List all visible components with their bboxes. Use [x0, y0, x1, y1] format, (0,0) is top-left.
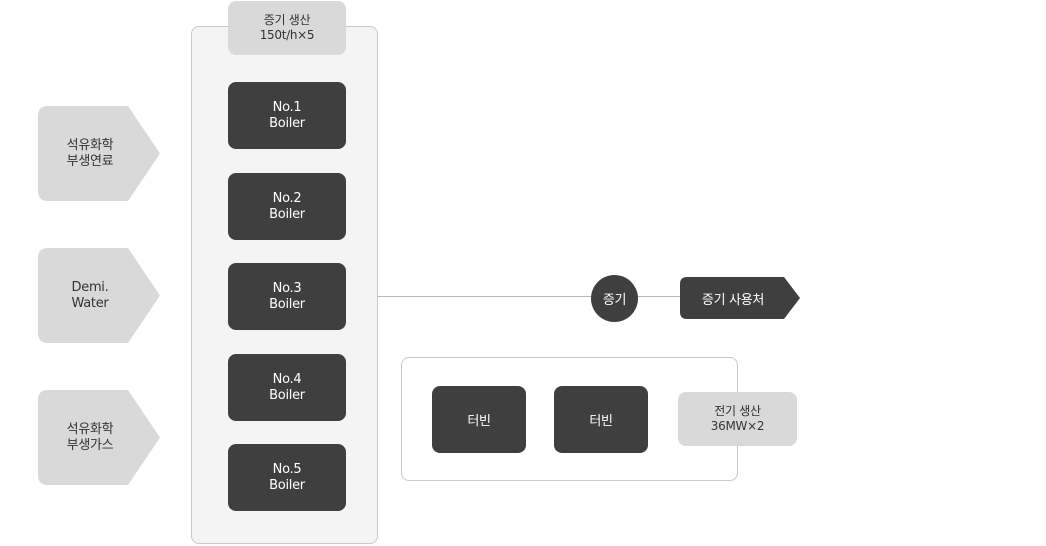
- chevron-shape: [38, 106, 160, 201]
- boiler-label: Boiler: [269, 206, 305, 222]
- steam-production-line1: 증기 생산: [263, 13, 311, 27]
- boiler-4: No.4 Boiler: [228, 354, 346, 421]
- boiler-5: No.5 Boiler: [228, 444, 346, 511]
- input-byproduct-fuel: 석유화학 부생연료: [38, 106, 160, 201]
- arrow-shape: [680, 277, 800, 319]
- input-label-line1: Demi.: [71, 279, 109, 295]
- input-label-line2: 부생연료: [66, 153, 114, 169]
- input-label-line2: 부생가스: [66, 437, 114, 453]
- boiler-1: No.1 Boiler: [228, 82, 346, 149]
- turbine-2: 터빈: [554, 386, 648, 453]
- boiler-number: No.3: [272, 280, 302, 296]
- input-label: 석유화학 부생연료: [38, 106, 142, 201]
- chevron-shape: [38, 390, 160, 485]
- turbine-1: 터빈: [432, 386, 526, 453]
- chevron-shape: [38, 248, 160, 343]
- steam-node: 증기: [591, 275, 638, 322]
- boiler-3: No.3 Boiler: [228, 263, 346, 330]
- boiler-2: No.2 Boiler: [228, 173, 346, 240]
- steam-destination: 증기 사용처: [680, 277, 800, 319]
- input-label-line1: 석유화학: [66, 137, 114, 153]
- power-production-line2: 36MW×2: [710, 419, 765, 433]
- boiler-label: Boiler: [269, 477, 305, 493]
- input-label: Demi. Water: [38, 248, 142, 343]
- boiler-number: No.5: [272, 461, 302, 477]
- boiler-label: Boiler: [269, 387, 305, 403]
- boiler-number: No.1: [272, 99, 302, 115]
- input-label-line2: Water: [71, 295, 109, 311]
- input-demi-water: Demi. Water: [38, 248, 160, 343]
- power-production-tag: 전기 생산 36MW×2: [678, 392, 797, 446]
- steam-connector-line: [378, 296, 681, 297]
- steam-destination-label: 증기 사용처: [701, 292, 765, 308]
- boiler-number: No.2: [272, 190, 302, 206]
- input-byproduct-gas: 석유화학 부생가스: [38, 390, 160, 485]
- power-production-line1: 전기 생산: [714, 404, 761, 418]
- boiler-label: Boiler: [269, 115, 305, 131]
- boiler-number: No.4: [272, 371, 302, 387]
- steam-production-tag: 증기 생산 150t/h×5: [228, 1, 346, 55]
- input-label: 석유화학 부생가스: [38, 390, 142, 485]
- boiler-label: Boiler: [269, 296, 305, 312]
- input-label-line1: 석유화학: [66, 421, 114, 437]
- steam-production-line2: 150t/h×5: [259, 28, 315, 42]
